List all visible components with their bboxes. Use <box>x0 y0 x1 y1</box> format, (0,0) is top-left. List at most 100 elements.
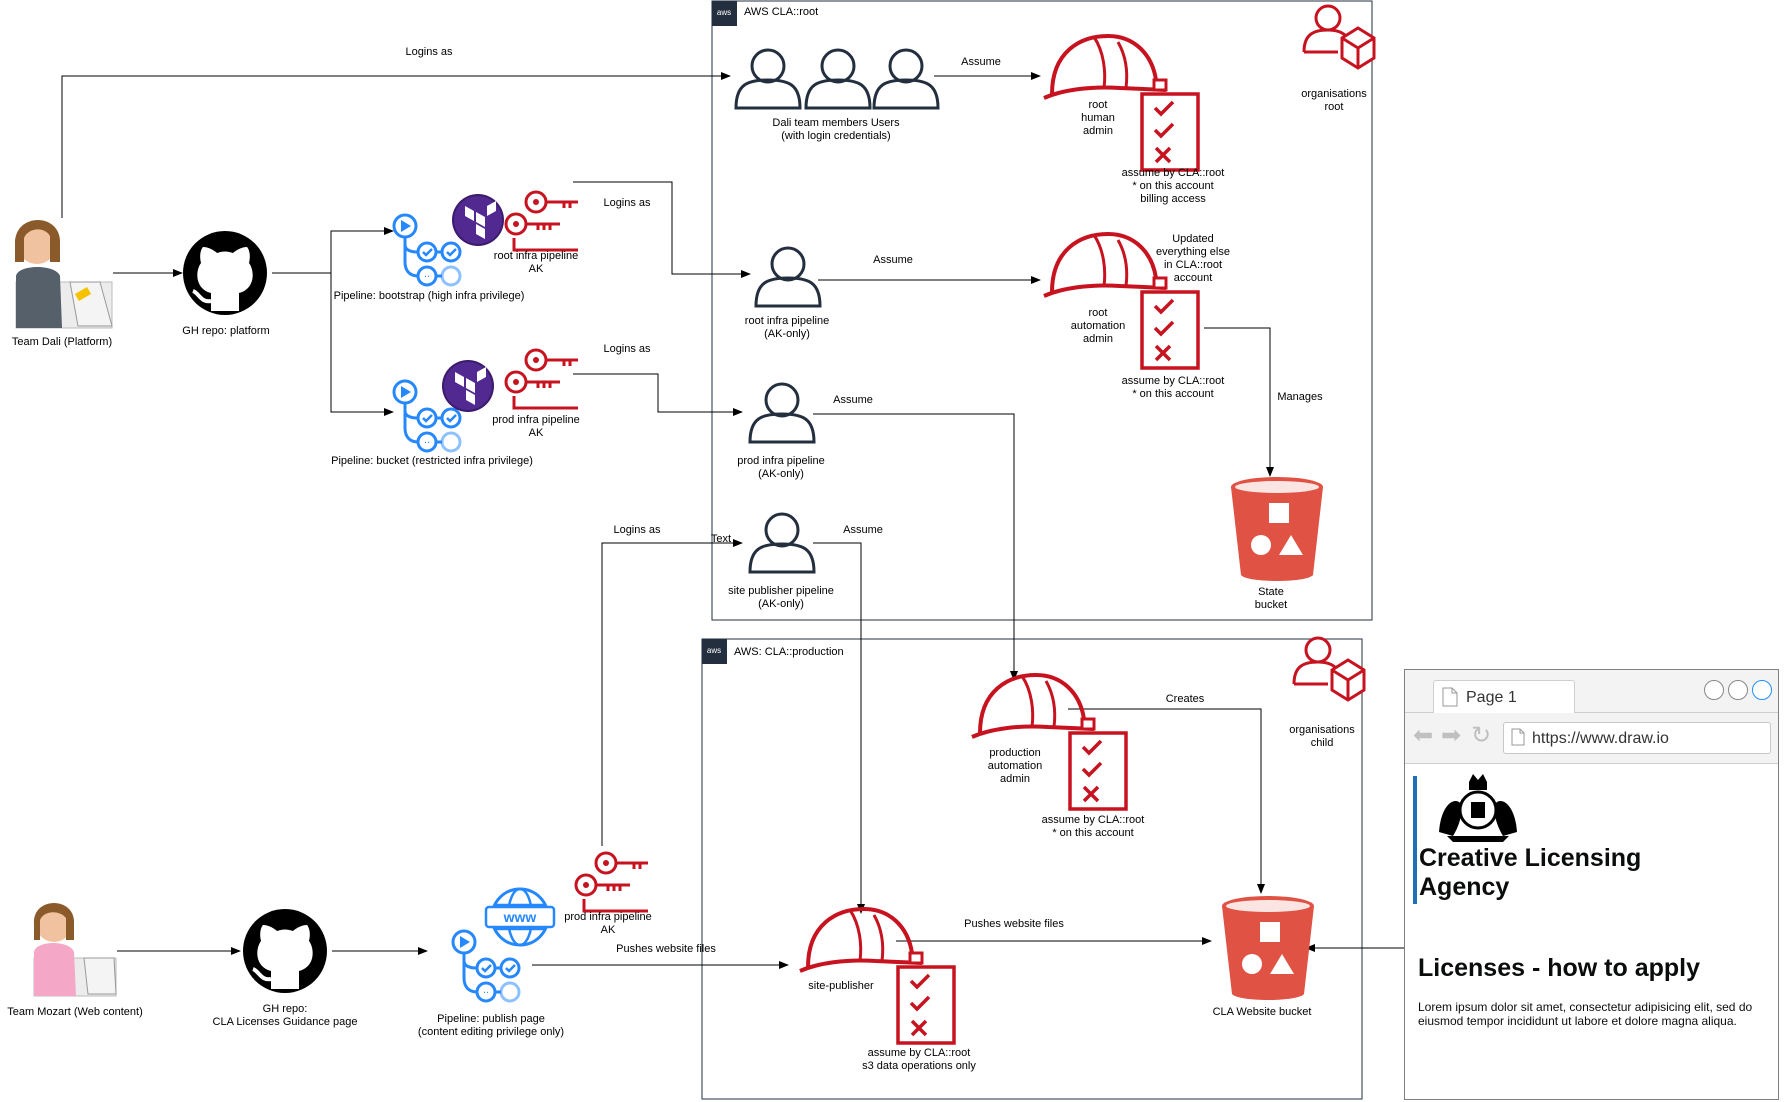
edge-repo-branch-2 <box>330 273 394 416</box>
edge-label-manages: Manages <box>1277 391 1323 403</box>
edge-mozart-ak-logins <box>601 539 743 846</box>
edge-creates <box>1068 708 1265 894</box>
role-site-publisher-note: assume by CLA::root s3 data operations o… <box>862 1047 976 1072</box>
prod-pipeline-user-label: prod infra pipeline (AK-only) <box>737 455 825 480</box>
page-heading: Licenses - how to apply <box>1418 954 1700 982</box>
aws-logo-production <box>702 639 727 664</box>
team-mozart-label: Team Mozart (Web content) <box>7 1006 143 1018</box>
org-root-icon <box>1302 4 1376 70</box>
browser-page: Creative Licensing Agency Licenses - how… <box>1405 764 1778 1099</box>
edge-label-logins-as-3: Logins as <box>603 343 651 355</box>
edge-label-pushes-2: Pushes website files <box>964 918 1064 930</box>
edge-prod-ak-logins <box>573 373 743 416</box>
window-minimize-button[interactable] <box>1704 680 1724 700</box>
edge-label-text-stub: Text <box>710 533 732 545</box>
role-prod-automation-label: production automation admin <box>987 747 1043 785</box>
role-root-human-label: root human admin <box>1081 99 1115 137</box>
edge-label-assume-3: Assume <box>833 394 873 406</box>
window-close-button[interactable] <box>1752 680 1772 700</box>
aws-logo-root-text: aws <box>717 8 731 17</box>
team-dali-label: Team Dali (Platform) <box>11 336 113 348</box>
role-root-human-note: assume by CLA::root * on this account bi… <box>1121 167 1225 205</box>
url-text: https://www.draw.io <box>1532 730 1669 747</box>
github-platform-icon[interactable] <box>181 229 269 317</box>
team-mozart-avatar <box>33 903 117 997</box>
terraform-icon <box>452 194 504 246</box>
pipeline-bucket-label: Pipeline: bucket (restricted infra privi… <box>331 455 533 467</box>
edge-label-logins-as-2: Logins as <box>603 197 651 209</box>
forward-arrow-icon[interactable]: ➡ <box>1441 722 1462 749</box>
www-globe-icon: www <box>484 887 556 947</box>
key-root-ak-icon <box>504 190 580 252</box>
svg-text:www: www <box>503 909 537 925</box>
role-root-automation-note: assume by CLA::root * on this account <box>1121 375 1225 400</box>
browser-nav-bar: ⬅ ➡ ↻ https://www.draw.io <box>1405 713 1778 764</box>
role-root-human-icon <box>1042 34 1200 172</box>
pipeline-bootstrap-icon[interactable] <box>392 213 462 287</box>
org-root-label: organisations root <box>1301 88 1367 113</box>
key-prod-ak-mozart-icon <box>574 851 650 913</box>
pipeline-bootstrap-label: Pipeline: bootstrap (high infra privileg… <box>333 290 525 302</box>
page-icon <box>1442 687 1458 707</box>
browser-tab-strip: Page 1 <box>1405 670 1778 713</box>
aws-logo-root <box>712 1 737 26</box>
role-root-automation-top: Updated everything else in CLA::root acc… <box>1156 233 1230 284</box>
page-paragraph: Lorem ipsum dolor sit amet, consectetur … <box>1418 1000 1753 1028</box>
org-child-icon <box>1292 636 1366 702</box>
window-maximize-button[interactable] <box>1728 680 1748 700</box>
account-root-title: AWS CLA::root <box>744 6 819 18</box>
aws-account-root-frame <box>711 0 1373 621</box>
website-bucket-icon <box>1222 896 1314 1000</box>
aws-logo-production-text: aws <box>707 646 721 655</box>
role-prod-automation-note: assume by CLA::root * on this account <box>1041 814 1145 839</box>
repo-guidance-label: GH repo: CLA Licenses Guidance page <box>212 1003 358 1028</box>
brand-name: Creative Licensing Agency <box>1419 844 1642 901</box>
dali-user-icon-1 <box>734 48 802 110</box>
terraform-icon-2 <box>442 360 494 412</box>
github-guidance-icon[interactable] <box>241 907 329 995</box>
page-icon-url <box>1511 728 1525 746</box>
brand-accent-bar <box>1413 776 1417 904</box>
role-root-automation-label: root automation admin <box>1070 307 1126 345</box>
key-prod-ak-mozart-label: prod infra pipeline AK <box>564 911 652 936</box>
royal-crest-icon <box>1439 774 1517 842</box>
aws-account-production-frame <box>701 638 1363 1100</box>
edge-manages <box>1204 327 1274 477</box>
edge-label-logins-as-4: Logins as <box>613 524 661 536</box>
edge-repo-branch <box>272 227 394 274</box>
pipeline-publish-label: Pipeline: publish page (content editing … <box>417 1013 565 1038</box>
team-dali-avatar <box>14 220 113 329</box>
edge-label-pushes-1: Pushes website files <box>616 943 716 955</box>
role-site-publisher-label: site-publisher <box>808 980 874 992</box>
browser-tab-label: Page 1 <box>1466 689 1517 706</box>
state-bucket-icon <box>1231 477 1323 581</box>
url-bar[interactable]: https://www.draw.io <box>1503 722 1771 754</box>
browser-tab[interactable]: Page 1 <box>1433 680 1575 713</box>
dali-user-icon-3 <box>872 48 940 110</box>
edge-root-ak-logins <box>573 181 751 278</box>
state-bucket-label: State bucket <box>1254 586 1288 611</box>
edge-site-pipeline-assume <box>813 542 865 914</box>
root-pipeline-user-label: root infra pipeline (AK-only) <box>744 315 830 340</box>
edge-label-assume-4: Assume <box>843 524 883 536</box>
browser-window: Page 1 ⬅ ➡ ↻ https://www.draw.io Creativ… <box>1404 669 1779 1100</box>
site-pipeline-user-icon <box>748 512 816 574</box>
edge-dali-logins-team <box>61 72 731 218</box>
edge-label-creates: Creates <box>1165 693 1205 705</box>
edge-label-logins-as-1: Logins as <box>405 46 453 58</box>
dali-team-users-label: Dali team members Users (with login cred… <box>772 117 900 142</box>
repo-platform-label: GH repo: platform <box>182 325 270 337</box>
account-production-title: AWS: CLA::production <box>734 646 844 658</box>
org-child-label: organisations child <box>1289 724 1355 749</box>
dali-user-icon-2 <box>804 48 872 110</box>
key-prod-ak-label: prod infra pipeline AK <box>492 414 580 439</box>
edge-prod-pipeline-assume <box>813 413 1018 681</box>
prod-pipeline-user-icon <box>748 382 816 444</box>
website-bucket-label: CLA Website bucket <box>1212 1006 1312 1018</box>
back-arrow-icon[interactable]: ⬅ <box>1413 722 1434 749</box>
edge-label-assume-2: Assume <box>873 254 913 266</box>
reload-icon[interactable]: ↻ <box>1471 722 1492 749</box>
role-site-publisher-icon <box>798 907 956 1045</box>
key-prod-ak-icon <box>504 348 580 410</box>
